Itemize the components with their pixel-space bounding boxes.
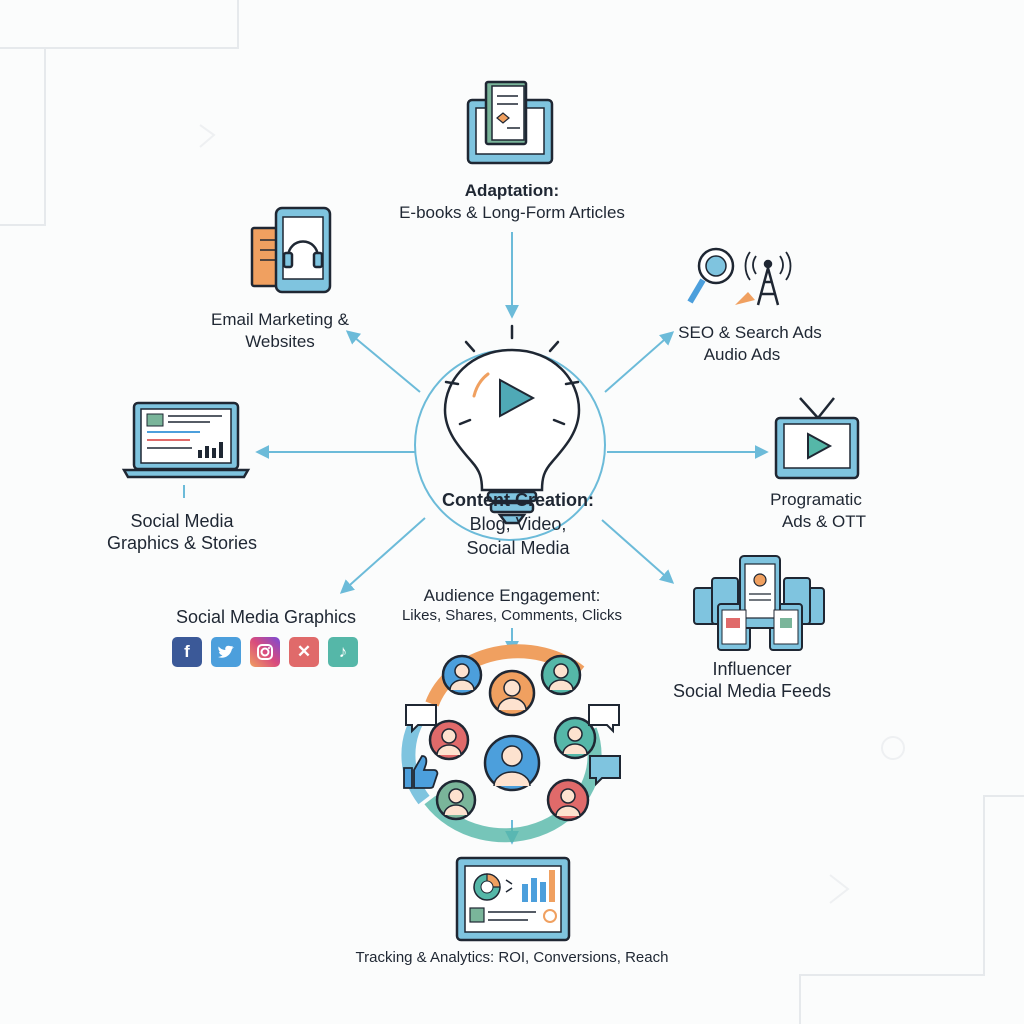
social-graphics-title: Social Media Graphics — [175, 607, 357, 627]
people-cycle-icon — [401, 644, 621, 843]
tablet-book-icon — [466, 80, 554, 165]
email-label-line1: Email Marketing & — [211, 310, 349, 329]
phones-feed-icon — [693, 555, 825, 651]
arrow-to-social-graphics — [339, 517, 426, 594]
facebook-icon: f — [172, 637, 202, 667]
programmatic-line1: Programatic — [770, 490, 862, 509]
magnifier-antenna-icon — [687, 247, 792, 306]
thumbs-up — [403, 755, 439, 789]
connector-arrows — [183, 232, 769, 845]
arrow-to-seo — [604, 331, 675, 393]
center-line3: Social Media — [466, 538, 570, 558]
phone-headphones-icon — [250, 206, 332, 294]
center-line2: Blog, Video, — [469, 514, 567, 534]
social-icons-row: f ✕ ♪ — [172, 637, 358, 667]
influencer-line2: Social Media Feeds — [672, 681, 832, 701]
lightbulb-play-icon — [443, 324, 581, 525]
center-title: Content Creation: — [442, 490, 594, 510]
adaptation-title: Adaptation: — [464, 181, 560, 200]
tv-play-icon — [774, 397, 860, 480]
x-icon: ✕ — [289, 637, 319, 667]
tiktok-icon: ♪ — [328, 637, 358, 667]
seo-label-line2: Audio Ads — [703, 345, 781, 364]
programmatic-line2: Ads & OTT — [781, 512, 867, 531]
email-label-line2: Websites — [245, 332, 315, 351]
audience-title: Audience Engagement: — [423, 586, 601, 605]
seo-label-line1: SEO & Search Ads — [678, 323, 822, 342]
social-stories-line2: Graphics & Stories — [106, 533, 258, 553]
adaptation-subtitle: E-books & Long-Form Articles — [399, 203, 625, 222]
tracking-label: Tracking & Analytics: ROI, Conversions, … — [355, 949, 669, 966]
instagram-icon — [250, 637, 280, 667]
laptop-icon — [121, 401, 251, 479]
dashboard-icon — [455, 856, 571, 942]
arrow-to-influencer — [601, 519, 675, 584]
social-stories-line1: Social Media — [130, 511, 234, 531]
influencer-line1: Influencer — [712, 659, 792, 679]
audience-subtitle: Likes, Shares, Comments, Clicks — [401, 607, 623, 624]
arrow-to-email — [345, 330, 421, 393]
twitter-icon — [211, 637, 241, 667]
